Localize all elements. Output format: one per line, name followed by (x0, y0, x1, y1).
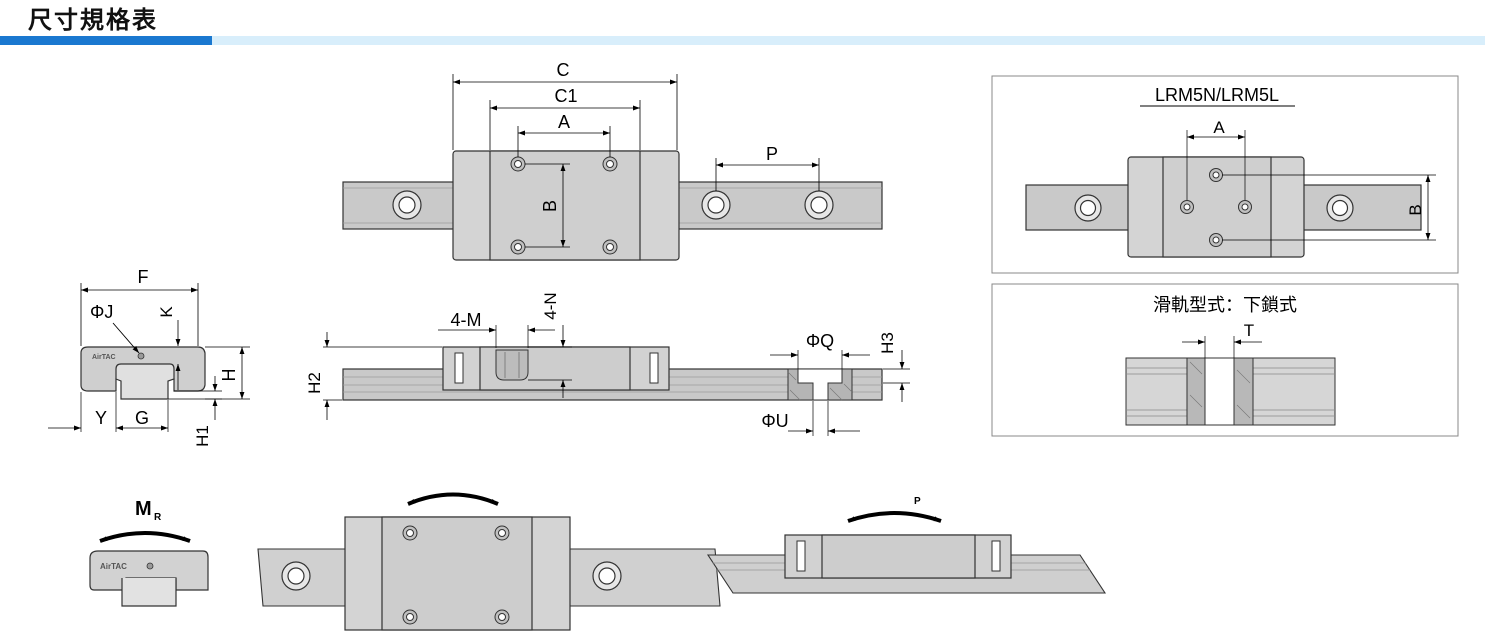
moment-mp: P (706, 496, 1107, 594)
rail-mount-hole (392, 190, 834, 220)
dim-b-label: B (540, 200, 560, 212)
dim-a-label: A (558, 112, 570, 132)
dim-y-label: Y (95, 408, 107, 428)
side-logo: AirTAC (92, 354, 116, 361)
dim-4n-label: 4-N (541, 292, 560, 319)
inset-bottom-lock-title: 滑軌型式：下鎖式 (1153, 295, 1297, 315)
dim-f-label: F (138, 267, 149, 287)
dim-phi-j-label: ΦJ (90, 302, 113, 322)
dim-c-label: C (557, 60, 570, 80)
dim-4m-label: 4-M (451, 310, 482, 330)
dim-p-label: P (766, 144, 778, 164)
inset-lrm5-title: LRM5N/LRM5L (1155, 85, 1279, 105)
title-accent-bar (0, 36, 212, 45)
elevation-view: 4-M 4-N H2 ΦQ H3 ΦU (305, 292, 910, 436)
inset-lrm5: LRM5N/LRM5L A B (991, 75, 1459, 274)
moment-mr-label: M (135, 498, 152, 520)
dim-phi-q-label: ΦQ (806, 331, 834, 351)
side-rail (115, 363, 175, 400)
dim-g-label: G (135, 408, 149, 428)
dim-c1-label: C1 (554, 86, 577, 106)
page-title: 尺寸規格表 (28, 6, 158, 34)
moment-mr-subscript: R (154, 512, 162, 523)
moment-my-view (257, 492, 721, 631)
inset-dim-b-label: B (1406, 204, 1425, 215)
moment-mr: M R AirTAC (89, 498, 209, 607)
dim-h1-label: H1 (193, 425, 212, 447)
side-view: AirTAC F ΦJ K H H1 Y G (48, 267, 250, 447)
dim-h2-label: H2 (305, 372, 324, 394)
front-view: C C1 A P B (342, 60, 883, 261)
dim-h-label: H (219, 369, 239, 382)
dim-k-label: K (157, 306, 176, 318)
dim-phi-u-label: ΦU (761, 411, 788, 431)
inset-dim-a-label: A (1213, 118, 1225, 137)
moment-mp-label: P (914, 496, 921, 507)
title-underline-bar (212, 36, 1485, 45)
moment-logo: AirTAC (100, 562, 127, 571)
inset-dim-t-label: T (1244, 321, 1254, 340)
inset-bottom-lock: 滑軌型式：下鎖式 T (991, 283, 1459, 437)
dim-h3-label: H3 (878, 332, 897, 354)
